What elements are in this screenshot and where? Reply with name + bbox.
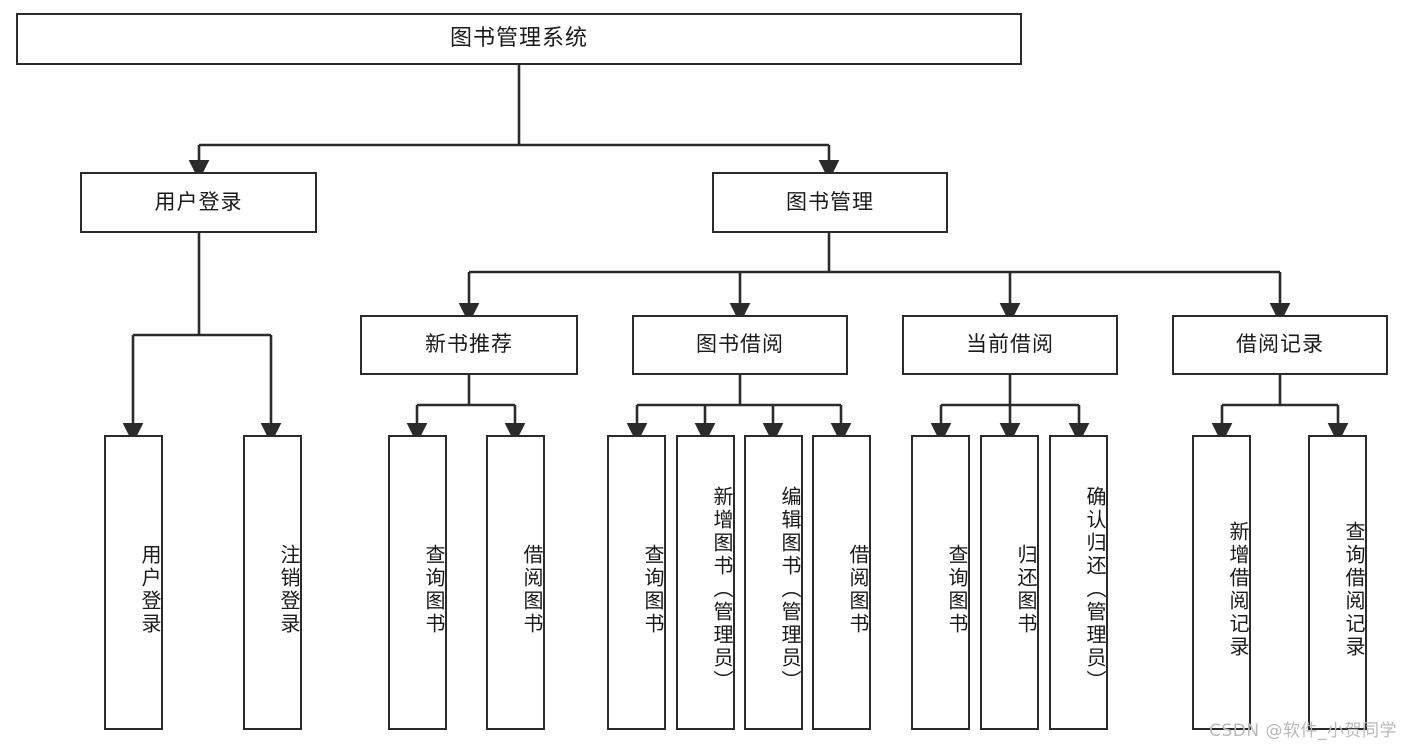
node-user-login[interactable]: 用户登录	[80, 172, 317, 233]
node-leaf-borrow-book-recommend[interactable]: 借阅图书	[486, 435, 545, 730]
node-leaf-borrow-book[interactable]: 借阅图书	[812, 435, 871, 730]
node-book-management[interactable]: 图书管理	[712, 172, 948, 233]
node-leaf-return-book[interactable]: 归还图书	[980, 435, 1039, 730]
node-label: 借阅图书	[846, 543, 870, 636]
node-label: 当前借阅	[966, 332, 1054, 357]
node-leaf-query-borrow-record[interactable]: 查询借阅记录	[1308, 435, 1367, 730]
node-label: 用户登录	[138, 543, 162, 636]
node-label: 新增图书（管理员）	[710, 486, 734, 693]
node-leaf-confirm-return-admin[interactable]: 确认归还（管理员）	[1049, 435, 1108, 730]
node-label: 图书借阅	[696, 332, 784, 357]
node-label: 新书推荐	[425, 332, 513, 357]
node-current-borrow[interactable]: 当前借阅	[902, 315, 1118, 375]
node-leaf-query-book-recommend[interactable]: 查询图书	[388, 435, 447, 730]
node-label: 借阅记录	[1236, 332, 1324, 357]
node-label: 确认归还（管理员）	[1083, 486, 1107, 693]
node-leaf-query-book-current[interactable]: 查询图书	[911, 435, 970, 730]
node-label: 用户登录	[154, 189, 243, 214]
node-label: 注销登录	[277, 543, 301, 636]
node-leaf-user-login[interactable]: 用户登录	[104, 435, 163, 730]
node-label: 查询图书	[422, 543, 446, 636]
node-leaf-logout[interactable]: 注销登录	[243, 435, 302, 730]
node-label: 查询借阅记录	[1342, 520, 1366, 659]
node-label: 归还图书	[1014, 543, 1038, 636]
node-leaf-query-book-borrow[interactable]: 查询图书	[607, 435, 666, 730]
node-root-system[interactable]: 图书管理系统	[16, 13, 1022, 65]
node-label: 查询图书	[641, 543, 665, 636]
node-label: 借阅图书	[520, 543, 544, 636]
node-book-borrow[interactable]: 图书借阅	[632, 315, 848, 375]
node-leaf-edit-book-admin[interactable]: 编辑图书（管理员）	[744, 435, 803, 730]
watermark-text: CSDN @软件_小贺同学	[1209, 721, 1397, 741]
node-label: 图书管理	[786, 189, 874, 214]
node-leaf-add-borrow-record[interactable]: 新增借阅记录	[1192, 435, 1251, 730]
node-label: 新增借阅记录	[1226, 520, 1250, 659]
node-borrow-record[interactable]: 借阅记录	[1172, 315, 1388, 375]
node-label: 查询图书	[945, 543, 969, 636]
node-new-book-recommend[interactable]: 新书推荐	[360, 315, 578, 375]
node-leaf-add-book-admin[interactable]: 新增图书（管理员）	[676, 435, 735, 730]
node-label: 编辑图书（管理员）	[778, 486, 802, 693]
node-label: 图书管理系统	[449, 25, 588, 51]
